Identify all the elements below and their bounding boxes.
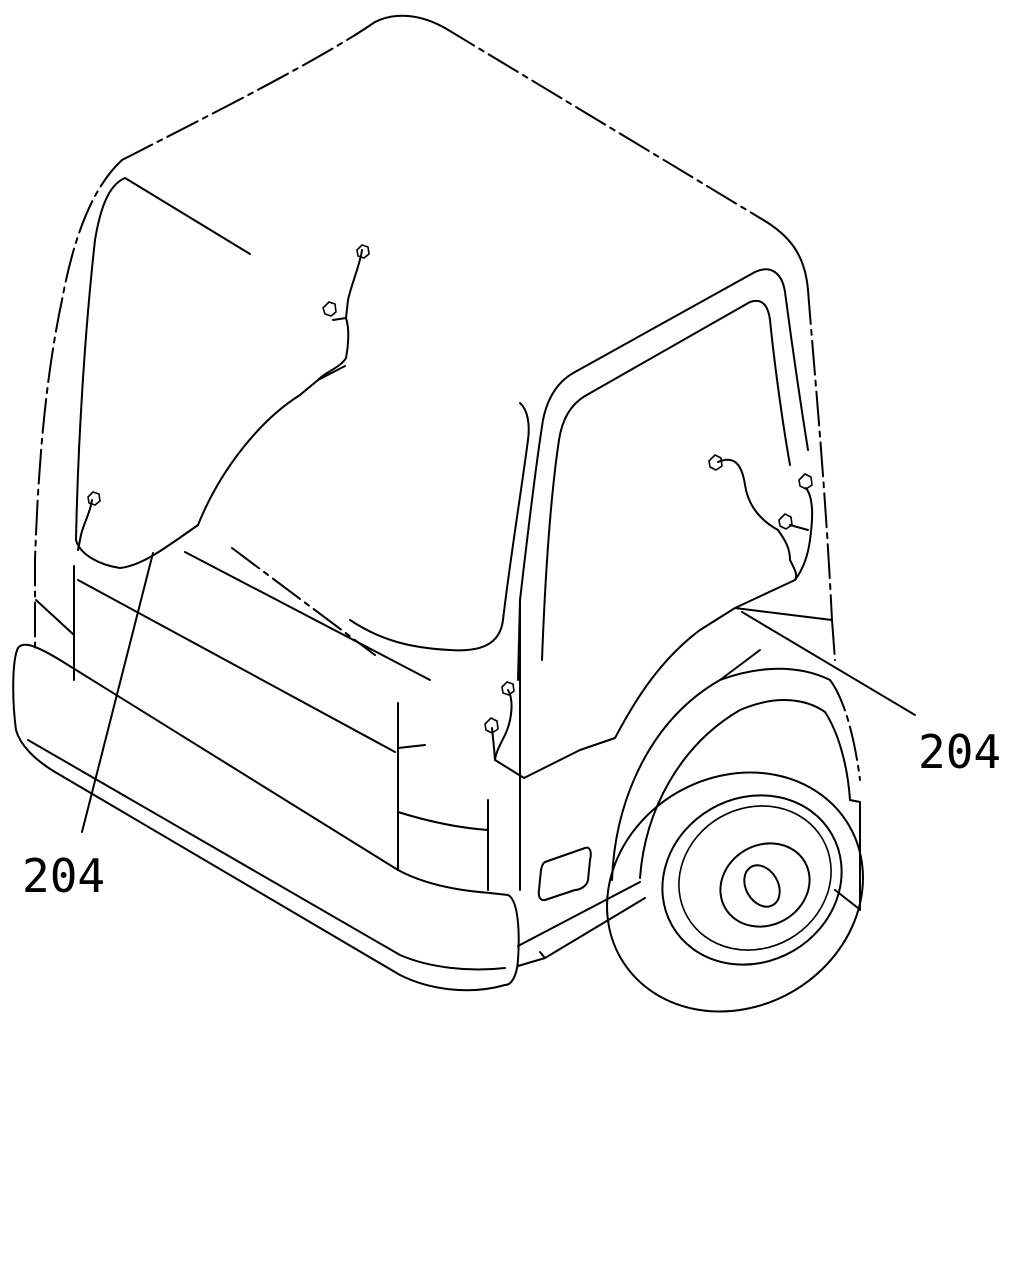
front-wheel	[606, 771, 864, 1013]
connector-icon	[356, 244, 370, 259]
connector-icon	[501, 681, 515, 696]
callout-label-right: 204	[918, 725, 1001, 779]
connector-icon	[778, 513, 793, 530]
callout-leader-right	[741, 611, 916, 716]
connector-icon	[708, 454, 723, 471]
connector-icon	[798, 473, 813, 490]
front-fascia-bumper	[12, 551, 646, 992]
callout-leader-left	[81, 552, 154, 833]
connector-icon	[484, 717, 499, 734]
connector-icon	[322, 301, 337, 317]
callout-label-left: 204	[22, 849, 105, 903]
cab-body-outline	[34, 14, 833, 651]
cab-side-door	[231, 268, 809, 681]
cab-side-panel	[519, 599, 836, 891]
front-wiring-harness	[77, 249, 363, 551]
connector-icon	[87, 491, 101, 506]
side-wiring-harness	[491, 458, 814, 779]
rear-fender	[611, 649, 861, 911]
